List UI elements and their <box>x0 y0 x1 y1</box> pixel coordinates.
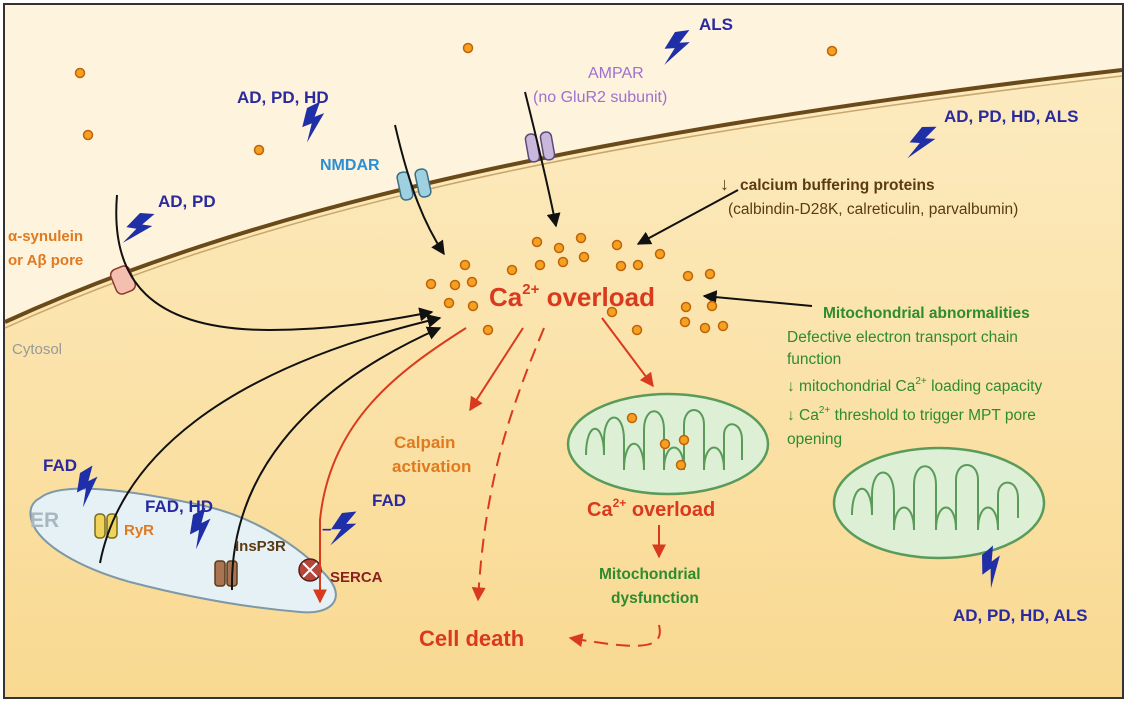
mito-abnormalities-title: Mitochondrial abnormalities <box>823 305 1030 322</box>
fad-label: FAD <box>43 456 77 475</box>
ca-overload-main: Ca2+ overload <box>489 281 655 312</box>
calpain-label: Calpain <box>394 433 455 452</box>
serca-label: SERCA <box>330 569 383 586</box>
nmdar-label: NMDAR <box>320 157 380 174</box>
down-arrow-symbol: ↓ <box>720 174 729 194</box>
influx-arrows <box>99 91 813 591</box>
mito-dysfunction-label: dysfunction <box>611 590 699 607</box>
fad-label: FAD <box>372 491 406 510</box>
outcome-arrows <box>313 317 666 648</box>
nmdar-channel <box>396 168 432 201</box>
extracellular-calcium-ions <box>74 42 838 156</box>
mito-abnormality-line: opening <box>787 431 842 448</box>
serca-pump <box>298 558 322 582</box>
ampar-channel <box>524 131 556 163</box>
cytosolic-calcium-ions <box>425 232 729 336</box>
mito-dysfunction-label: Mitochondrial <box>599 566 701 583</box>
alpha-synuclein-label: α-synulein <box>8 228 83 245</box>
mito-abnormality-line: ↓ Ca2+ threshold to trigger MPT pore <box>787 405 1036 424</box>
mito-abnormality-line: ↓ mitochondrial Ca2+ loading capacity <box>787 376 1042 395</box>
insp3r-label: InsP3R <box>235 538 286 555</box>
ad-pd-hd-als-label-bottom: AD, PD, HD, ALS <box>953 606 1087 625</box>
calpain-activation-label: activation <box>392 457 471 476</box>
ad-pd-hd-label: AD, PD, HD <box>237 88 329 107</box>
ampar-subunit-label: (no GluR2 subunit) <box>533 89 667 106</box>
buffering-proteins-examples: (calbindin-D28K, calreticulin, parvalbum… <box>728 201 1018 218</box>
mitochondrion-overloaded <box>566 392 770 496</box>
mitochondrion-abnormal <box>832 446 1046 560</box>
ryr-label: RyR <box>124 522 154 539</box>
ad-pd-label: AD, PD <box>158 192 216 211</box>
als-label-top: ALS <box>699 15 733 34</box>
buffering-proteins-label: calcium buffering proteins <box>740 177 935 194</box>
ampar-label: AMPAR <box>588 65 644 82</box>
cell-death-label: Cell death <box>419 626 524 651</box>
cytosol-label: Cytosol <box>12 341 62 358</box>
mito-abnormality-line: function <box>787 351 841 368</box>
serca-inhibition-sign: – <box>322 519 331 538</box>
ca-overload-mito: Ca2+ overload <box>587 496 715 521</box>
mito-abnormality-line: Defective electron transport chain <box>787 329 1018 346</box>
er-label: ER <box>30 509 59 532</box>
abeta-pore-label: or Aβ pore <box>8 252 83 269</box>
ad-pd-hd-als-label-top: AD, PD, HD, ALS <box>944 107 1078 126</box>
fad-hd-label: FAD, HD <box>145 497 213 516</box>
